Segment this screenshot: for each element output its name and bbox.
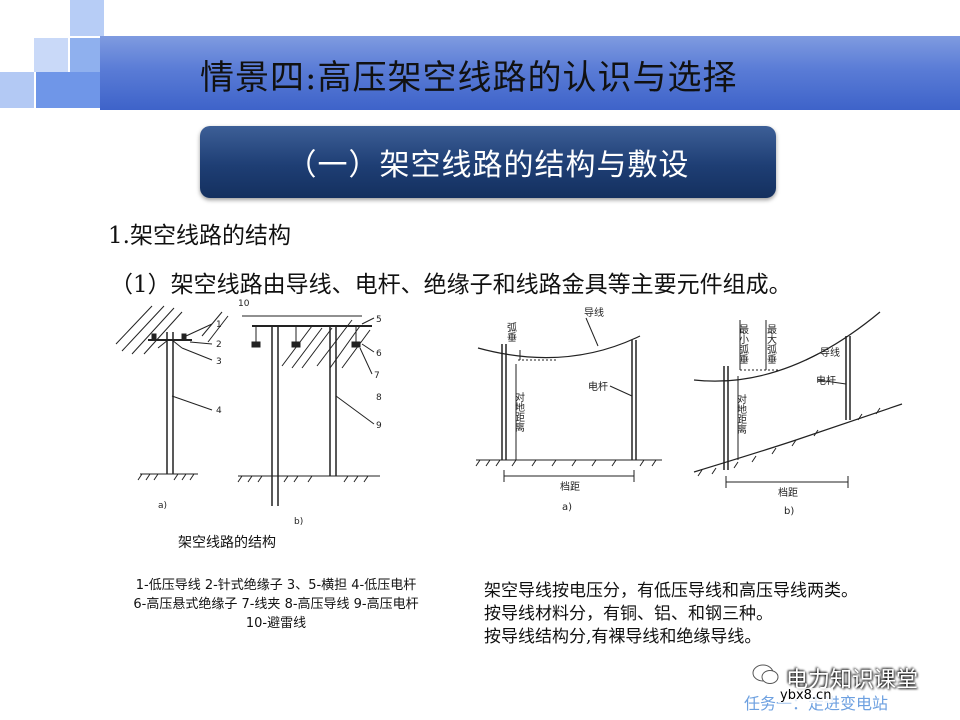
label-3: 3 xyxy=(216,357,222,367)
section-heading: 1.架空线路的结构 xyxy=(108,223,291,249)
corner-square xyxy=(0,72,34,108)
subtitle-box: （一）架空线路的结构与敷设 xyxy=(200,126,776,198)
sublabel-a: a) xyxy=(158,501,167,511)
watermark-site: ybx8.cn xyxy=(778,688,834,703)
hatching xyxy=(115,305,371,369)
conductor-classification: 架空导线按电压分，有低压导线和高压导线两类。 按导线材料分，有铜、铝、和钢三种。… xyxy=(484,580,858,649)
label-clearance-a: 对地距离 xyxy=(513,391,525,433)
section-paragraph: （1）架空线路由导线、电杆、绝缘子和线路金具等主要元件组成。 xyxy=(110,272,792,298)
sag-span-figure: 弧垂 导线 电杆 对地距离 档距 a) 最大弧垂 最小弧垂 导线 电杆 对地距离… xyxy=(475,306,903,517)
info-line: 架空导线按电压分，有低压导线和高压导线两类。 xyxy=(484,581,858,601)
corner-square xyxy=(70,38,100,72)
label-clearance-b: 对地距离 xyxy=(735,393,747,435)
diagram-b xyxy=(693,311,903,488)
title-band xyxy=(100,36,960,110)
sublabel-b-right: b) xyxy=(784,506,794,517)
label-pole-b: 电杆 xyxy=(816,374,836,387)
legend-line: 10-避雷线 xyxy=(245,616,307,631)
legend-line: 6-高压悬式绝缘子 7-线夹 8-高压导线 9-高压电杆 xyxy=(133,597,419,612)
info-line: 按导线结构分,有裸导线和绝缘导线。 xyxy=(484,627,762,647)
label-wire-a: 导线 xyxy=(584,306,604,319)
label-2: 2 xyxy=(216,340,222,350)
wechat-icon xyxy=(752,664,779,684)
label-max-sag: 最大弧垂 xyxy=(765,324,777,364)
corner-square xyxy=(34,38,68,72)
label-min-sag: 最小弧垂 xyxy=(737,324,749,364)
label-wire-b: 导线 xyxy=(820,346,840,359)
low-voltage-pole xyxy=(137,332,198,481)
legend-line: 1-低压导线 2-针式绝缘子 3、5-横担 4-低压电杆 xyxy=(135,578,417,593)
figure-caption: 架空线路的结构 xyxy=(178,535,276,551)
label-1: 1 xyxy=(216,320,222,330)
label-span-b: 档距 xyxy=(778,486,798,499)
corner-square xyxy=(36,72,100,108)
figure-legend: 1-低压导线 2-针式绝缘子 3、5-横担 4-低压电杆 6-高压悬式绝缘子 7… xyxy=(74,576,478,633)
overhead-line-structure-figure: 1 2 3 4 10 5 6 7 8 9 a) b) xyxy=(115,299,382,527)
label-10: 10 xyxy=(238,299,250,309)
label-4: 4 xyxy=(216,406,222,416)
label-pole-a: 电杆 xyxy=(588,380,608,393)
sublabel-b: b) xyxy=(294,517,303,527)
corner-square xyxy=(70,0,104,36)
slide-title: 情景四:高压架空线路的认识与选择 xyxy=(200,58,738,98)
label-5: 5 xyxy=(376,315,382,325)
label-sag: 弧垂 xyxy=(505,321,517,342)
label-8: 8 xyxy=(376,393,382,403)
sublabel-a-right: a) xyxy=(562,502,572,513)
label-9: 9 xyxy=(376,421,382,431)
slide-subtitle: （一）架空线路的结构与敷设 xyxy=(286,148,690,183)
label-7: 7 xyxy=(374,371,380,381)
high-voltage-pole xyxy=(237,315,380,506)
label-6: 6 xyxy=(376,349,382,359)
label-span-a: 档距 xyxy=(560,480,580,493)
info-line: 按导线材料分，有铜、铝、和钢三种。 xyxy=(484,604,773,624)
diagram-a xyxy=(475,317,662,482)
